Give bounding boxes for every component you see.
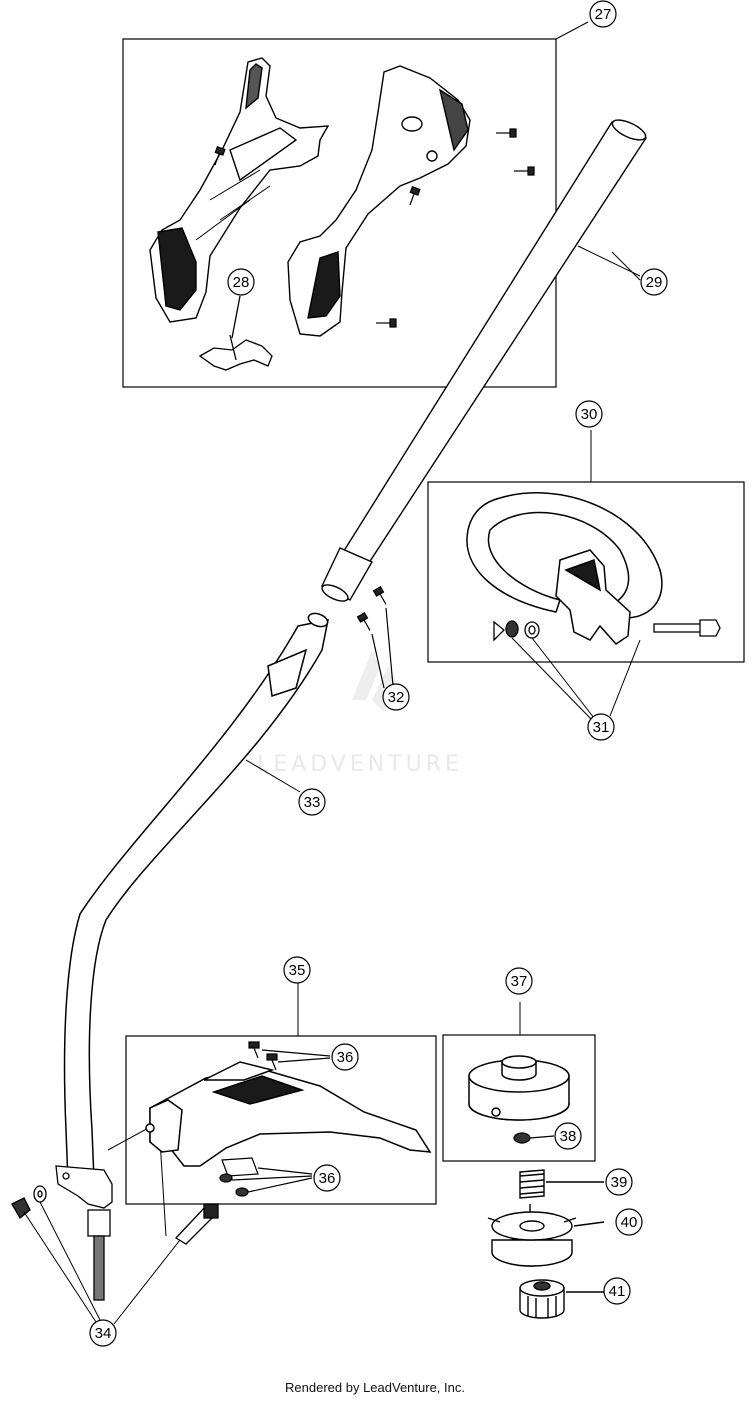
- callout-27: 27: [589, 0, 617, 28]
- spool-housing-clip: [513, 1132, 555, 1144]
- bump-knob: [519, 1279, 604, 1319]
- svg-text:29: 29: [646, 274, 663, 291]
- shield-screws: [248, 1041, 331, 1071]
- blade-plate-and-nuts: [219, 1157, 313, 1197]
- svg-text:38: 38: [560, 1128, 577, 1145]
- callout-41: 41: [603, 1277, 631, 1305]
- right-housing-half: [287, 65, 471, 337]
- callout-34: 34: [89, 1319, 117, 1347]
- svg-text:34: 34: [95, 1325, 112, 1342]
- guard-group-box: [125, 1035, 437, 1205]
- svg-text:36: 36: [337, 1049, 354, 1066]
- callout-34-leaders: [23, 1125, 181, 1325]
- svg-text:32: 32: [388, 689, 405, 706]
- callout-33: 33: [298, 788, 326, 816]
- callout-32: 32: [382, 683, 410, 711]
- callout-37: 37: [505, 967, 533, 995]
- callout-28: 28: [227, 268, 255, 296]
- left-housing-half: [149, 57, 330, 323]
- svg-text:35: 35: [289, 962, 306, 979]
- callout-33-leader: [245, 759, 301, 793]
- spool-spring: [519, 1169, 604, 1199]
- svg-text:39: 39: [611, 1174, 628, 1191]
- footer-credit: Rendered by LeadVenture, Inc.: [285, 1380, 465, 1395]
- callout-40: 40: [615, 1208, 643, 1236]
- callout-36-lower: 36: [313, 1164, 341, 1192]
- spool-housing: [468, 1055, 570, 1121]
- shaft-clamp: [11, 1165, 219, 1301]
- grass-shield: [145, 1061, 432, 1167]
- upper-shaft: [320, 119, 648, 602]
- svg-text:27: 27: [595, 6, 612, 23]
- trimmer-spool: [487, 1204, 605, 1267]
- svg-text:31: 31: [593, 719, 610, 736]
- svg-text:40: 40: [621, 1214, 638, 1231]
- shaft-coupler-screws: [356, 585, 394, 689]
- svg-text:36: 36: [319, 1170, 336, 1187]
- svg-text:30: 30: [581, 406, 598, 423]
- housing-screws: [214, 128, 535, 328]
- spool-housing-group-box: [442, 1034, 596, 1162]
- svg-text:33: 33: [304, 794, 321, 811]
- bail-handle-group-box: [427, 481, 745, 663]
- callout-39: 39: [605, 1168, 633, 1196]
- callout-29: 29: [640, 268, 668, 296]
- callout-31: 31: [587, 713, 615, 741]
- watermark-text: LEADVENTURE: [257, 752, 463, 777]
- svg-text:28: 28: [233, 274, 250, 291]
- callout-38: 38: [554, 1122, 582, 1150]
- svg-text:41: 41: [609, 1283, 626, 1300]
- callout-35: 35: [283, 956, 311, 984]
- callout-31-leaders: [511, 637, 641, 721]
- svg-text:37: 37: [511, 973, 528, 990]
- bail-handle: [466, 492, 663, 645]
- bail-hardware: [493, 619, 721, 642]
- callout-36-upper: 36: [331, 1043, 359, 1071]
- callout-30: 30: [575, 400, 603, 428]
- callout-leaders: [577, 245, 641, 277]
- throttle-trigger: [198, 295, 273, 371]
